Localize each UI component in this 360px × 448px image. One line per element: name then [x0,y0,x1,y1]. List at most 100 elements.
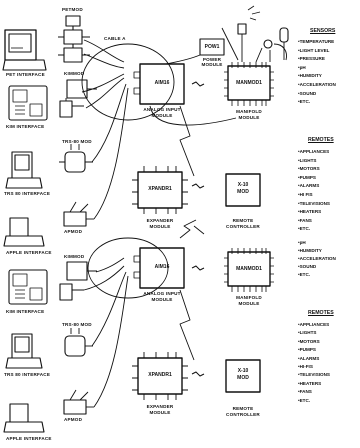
trs80-interface-label: TRS 80 INTERFACE [4,191,51,196]
list-item: ETC. [298,225,330,234]
list-item: ALARMS [298,182,330,191]
list-item: ETC. [298,98,336,107]
power-module-label-2: MODULE [201,62,223,67]
trs80mod-module-icon [59,144,93,173]
list-item: ETC. [298,397,330,405]
sensors-list: TEMPERATURE LIGHT LEVEL PRESSURE pH HUMI… [298,38,336,107]
apmod-module-icon-2 [63,389,94,415]
trs80mod-label: TRS-80 MOD [62,139,92,144]
analog-input-label-3: ANALOG INPUT [143,291,181,296]
list-item: SOUND [298,263,336,271]
manifold-label-4: MODULE [238,301,260,306]
power-line [179,105,195,177]
manmod1-label: MANMOD1 [236,80,262,86]
list-item: HUMIDITY [298,72,336,81]
manifold-label-2: MODULE [238,115,260,120]
x10-label-4: MOD [237,375,249,381]
list-item: TEMPERATURE [298,38,336,47]
x10-label-2: MOD [237,189,249,195]
apmod-label: APMOD [64,229,83,234]
kim-interface-label-2: KIM INTERFACE [6,309,45,314]
list-item: pH [298,239,336,247]
list-item: ALARMS [298,355,330,363]
kim-board-icon [8,85,48,121]
aim16-module-icon-2 [133,247,185,289]
analog-input-label-4: MODULE [151,297,173,302]
analog-input-label-2: MODULE [151,113,173,118]
expander-label-3: EXPANDER [146,404,174,409]
list-item: LIGHTS [298,329,330,337]
cable-bundle [81,39,129,220]
power-module-label-1: POWER [202,57,222,62]
petmod-module-icon [58,15,90,63]
remote-controller-label-1: REMOTE [232,218,254,223]
aim16-label-2: AIM16 [154,264,170,270]
x10-label-1: X-10 [237,182,249,188]
manifold-module-icon-2 [224,248,274,292]
list-item: APPLIANCES [298,321,330,329]
expander-label-2: MODULE [149,224,171,229]
cable-loop [81,43,175,121]
remote-controller-label-2: CONTROLLER [226,224,260,229]
kimmod-module-icon [59,79,97,118]
apmod-label-2: APMOD [64,417,83,422]
list-item: PUMPS [298,174,330,183]
apple-interface-label: APPLE INTERFACE [6,250,52,255]
x10-module-icon-2 [225,359,261,393]
pet-interface-label: PET INTERFACE [6,72,45,77]
remotes-list: APPLIANCES LIGHTS MOTORS PUMPS ALARMS HI… [298,148,330,234]
trs80mod-module-icon-2 [64,328,93,357]
list-item: ACCELERATION [298,255,336,263]
list-item: FANS [298,388,330,396]
trs80mod-label-2: TRS-80 MOD [62,322,92,327]
aim-to-manifold-link [191,81,205,87]
expander-label-1: EXPANDER [146,218,174,223]
list-item: LIGHTS [298,157,330,166]
remotes-title: REMOTES [308,137,334,143]
list-item: PRESSURE [298,55,336,64]
xpandr1-label-2: XPANDR1 [148,372,172,378]
list-item: HEATERS [298,208,330,217]
remotes-title-2: REMOTES [308,310,334,316]
trs80-computer-icon [5,151,43,189]
kimmod-label: KIMMOD [64,71,85,76]
list-item: PUMPS [298,346,330,354]
manifold-module-icon [224,62,274,106]
x10-label-3: X-10 [237,368,249,374]
xpandr1-label: XPANDR1 [148,186,172,192]
sensors-title: SENSORS [310,28,336,34]
remote-controller-label-4: CONTROLLER [226,412,260,417]
manifold-label-1: MANIFOLD [236,109,262,114]
aim16-module-icon [133,63,185,105]
remote-controller-label-3: REMOTE [232,406,254,411]
pow1-label: POW1 [204,44,220,50]
analog-input-label-1: ANALOG INPUT [143,107,181,112]
kimmod-label-2: KIMMOD [64,254,85,259]
list-item: HI-FIS [298,363,330,371]
cable-bundle-2 [83,257,129,408]
list-item: FANS [298,217,330,226]
list-item: MOTORS [298,165,330,174]
list-item: HUMIDITY [298,247,336,255]
list-item: ACCELERATION [298,81,336,90]
xpandr1-module-icon-2 [132,352,188,400]
sensor-probes-icon [221,5,289,63]
list-item: LIGHT LEVEL [298,47,336,56]
cable-loop-2 [87,237,169,299]
list-item: MOTORS [298,338,330,346]
kimmod-module-icon-2 [59,261,97,301]
trs80-computer-icon-2 [5,333,43,369]
list-item: SOUND [298,90,336,99]
trs80-interface-label-2: TRS 80 INTERFACE [4,372,51,377]
apple-interface-label-2: APPLE INTERFACE [6,436,52,441]
list-item: HEATERS [298,380,330,388]
cable-a-label: CABLE A [104,36,126,41]
kim-board-icon-2 [8,269,48,305]
manmod1-label-2: MANMOD1 [236,266,262,272]
sensors-list-2: pH HUMIDITY ACCELERATION SOUND ETC. [298,239,336,279]
aim16-label: AIM16 [154,80,170,86]
list-item: HI FIS [298,191,330,200]
list-item: ETC. [298,271,336,279]
x10-module-icon [225,173,261,207]
remotes-list-2: APPLIANCES LIGHTS MOTORS PUMPS ALARMS HI… [298,321,330,405]
